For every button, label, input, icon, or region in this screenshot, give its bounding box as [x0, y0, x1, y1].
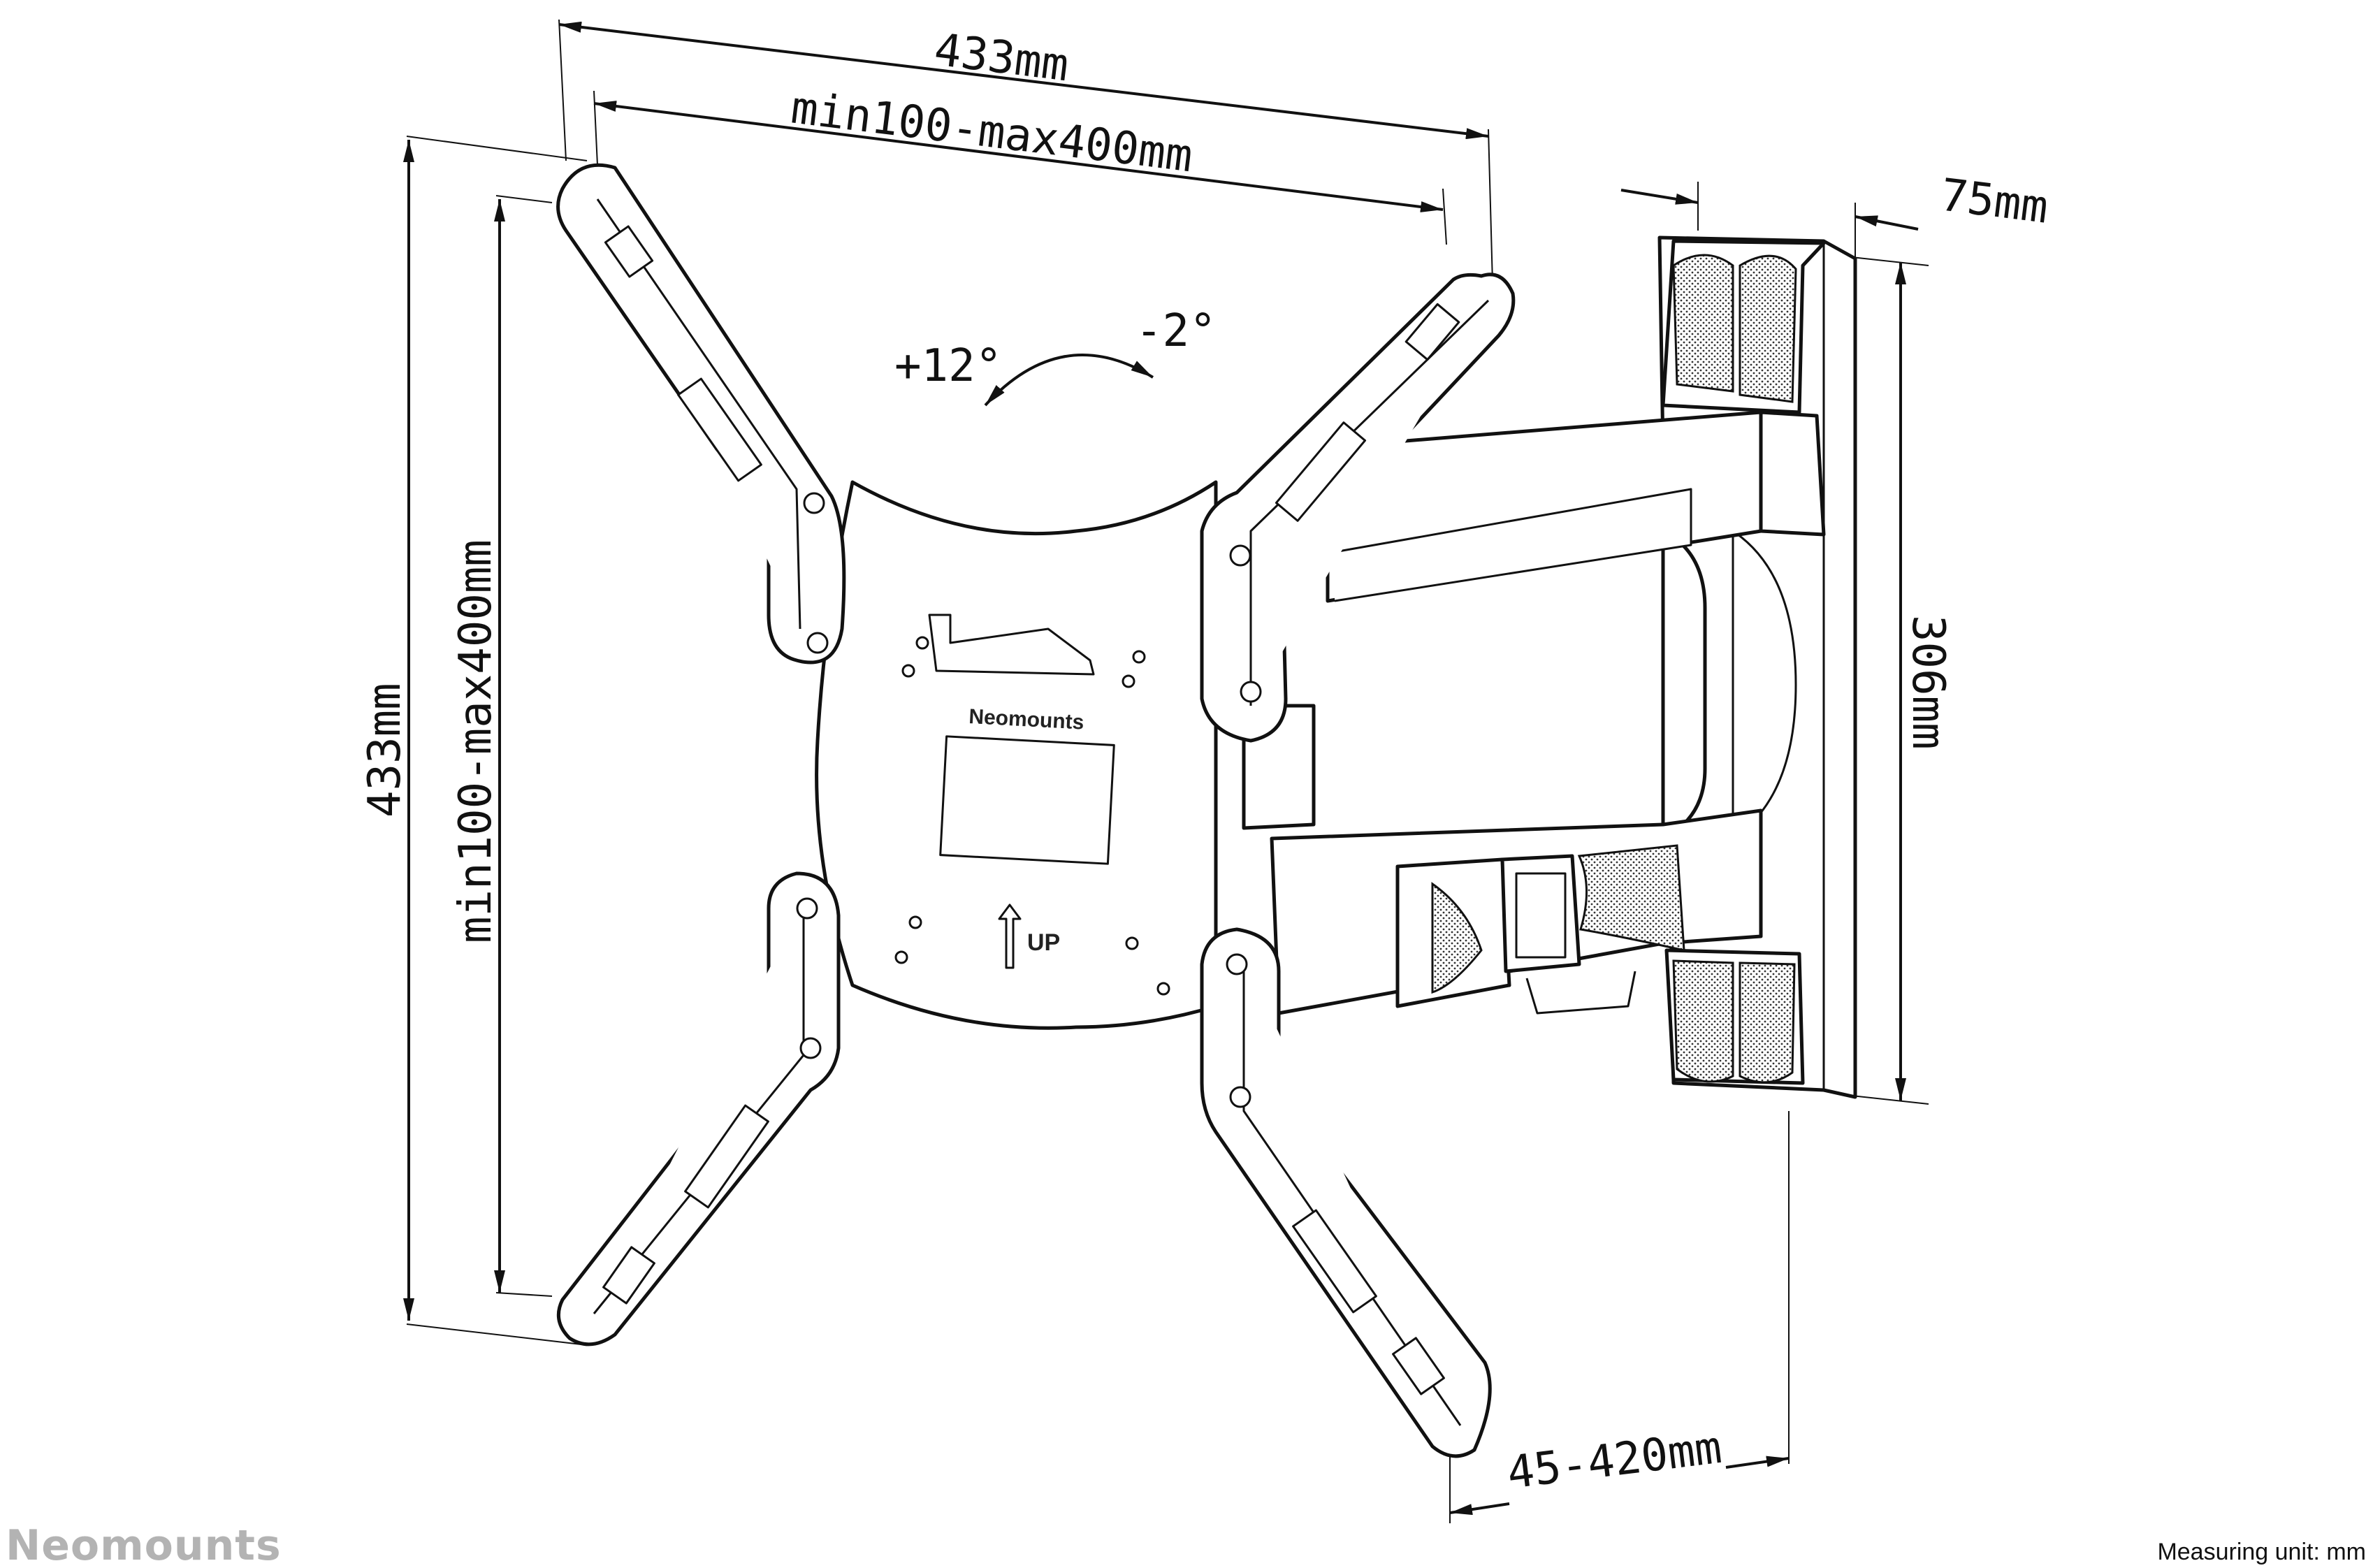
footer-brand-logo: Neomounts [6, 1521, 282, 1568]
arm-extension-label: 45-420mm [1504, 1422, 1725, 1500]
dimension-vesa-width: min100-max400mm [593, 82, 1447, 245]
measuring-unit-note: Measuring unit: mm [2157, 1539, 2366, 1565]
vesa-height-label: min100-max400mm [450, 539, 502, 943]
dimension-arm-extension: 45-420mm [1449, 1111, 1790, 1523]
dimension-wall-plate-height: 306mm [1851, 256, 1954, 1105]
up-marker-label: UP [1027, 929, 1060, 956]
bracket-upper-right [1200, 273, 1516, 743]
overall-width-label: 433mm [931, 24, 1071, 92]
bracket-lower-left [556, 871, 841, 1346]
tilt-down-label: -2° [1135, 305, 1217, 357]
dimension-vesa-height: min100-max400mm [450, 195, 553, 1297]
wall-plate-depth-label: 75mm [1938, 169, 2051, 233]
bracket-lower-right [1200, 927, 1492, 1458]
vesa-width-label: min100-max400mm [788, 82, 1196, 182]
overall-height-label: 433mm [359, 683, 411, 818]
wall-plate-height-label: 306mm [1902, 615, 1954, 750]
up-arrow-icon [998, 903, 1022, 969]
tilt-up-label: +12° [894, 340, 1002, 392]
bracket-upper-left [556, 163, 846, 665]
upper-arm [1326, 410, 1826, 603]
tilt-indicator: +12° -2° [894, 305, 1217, 407]
wall-plate [1657, 235, 1857, 1099]
lower-arm [1242, 704, 1763, 1015]
tv-plate: Neomounts UP [815, 480, 1218, 1030]
dimension-overall-height: 433mm [359, 136, 588, 1346]
